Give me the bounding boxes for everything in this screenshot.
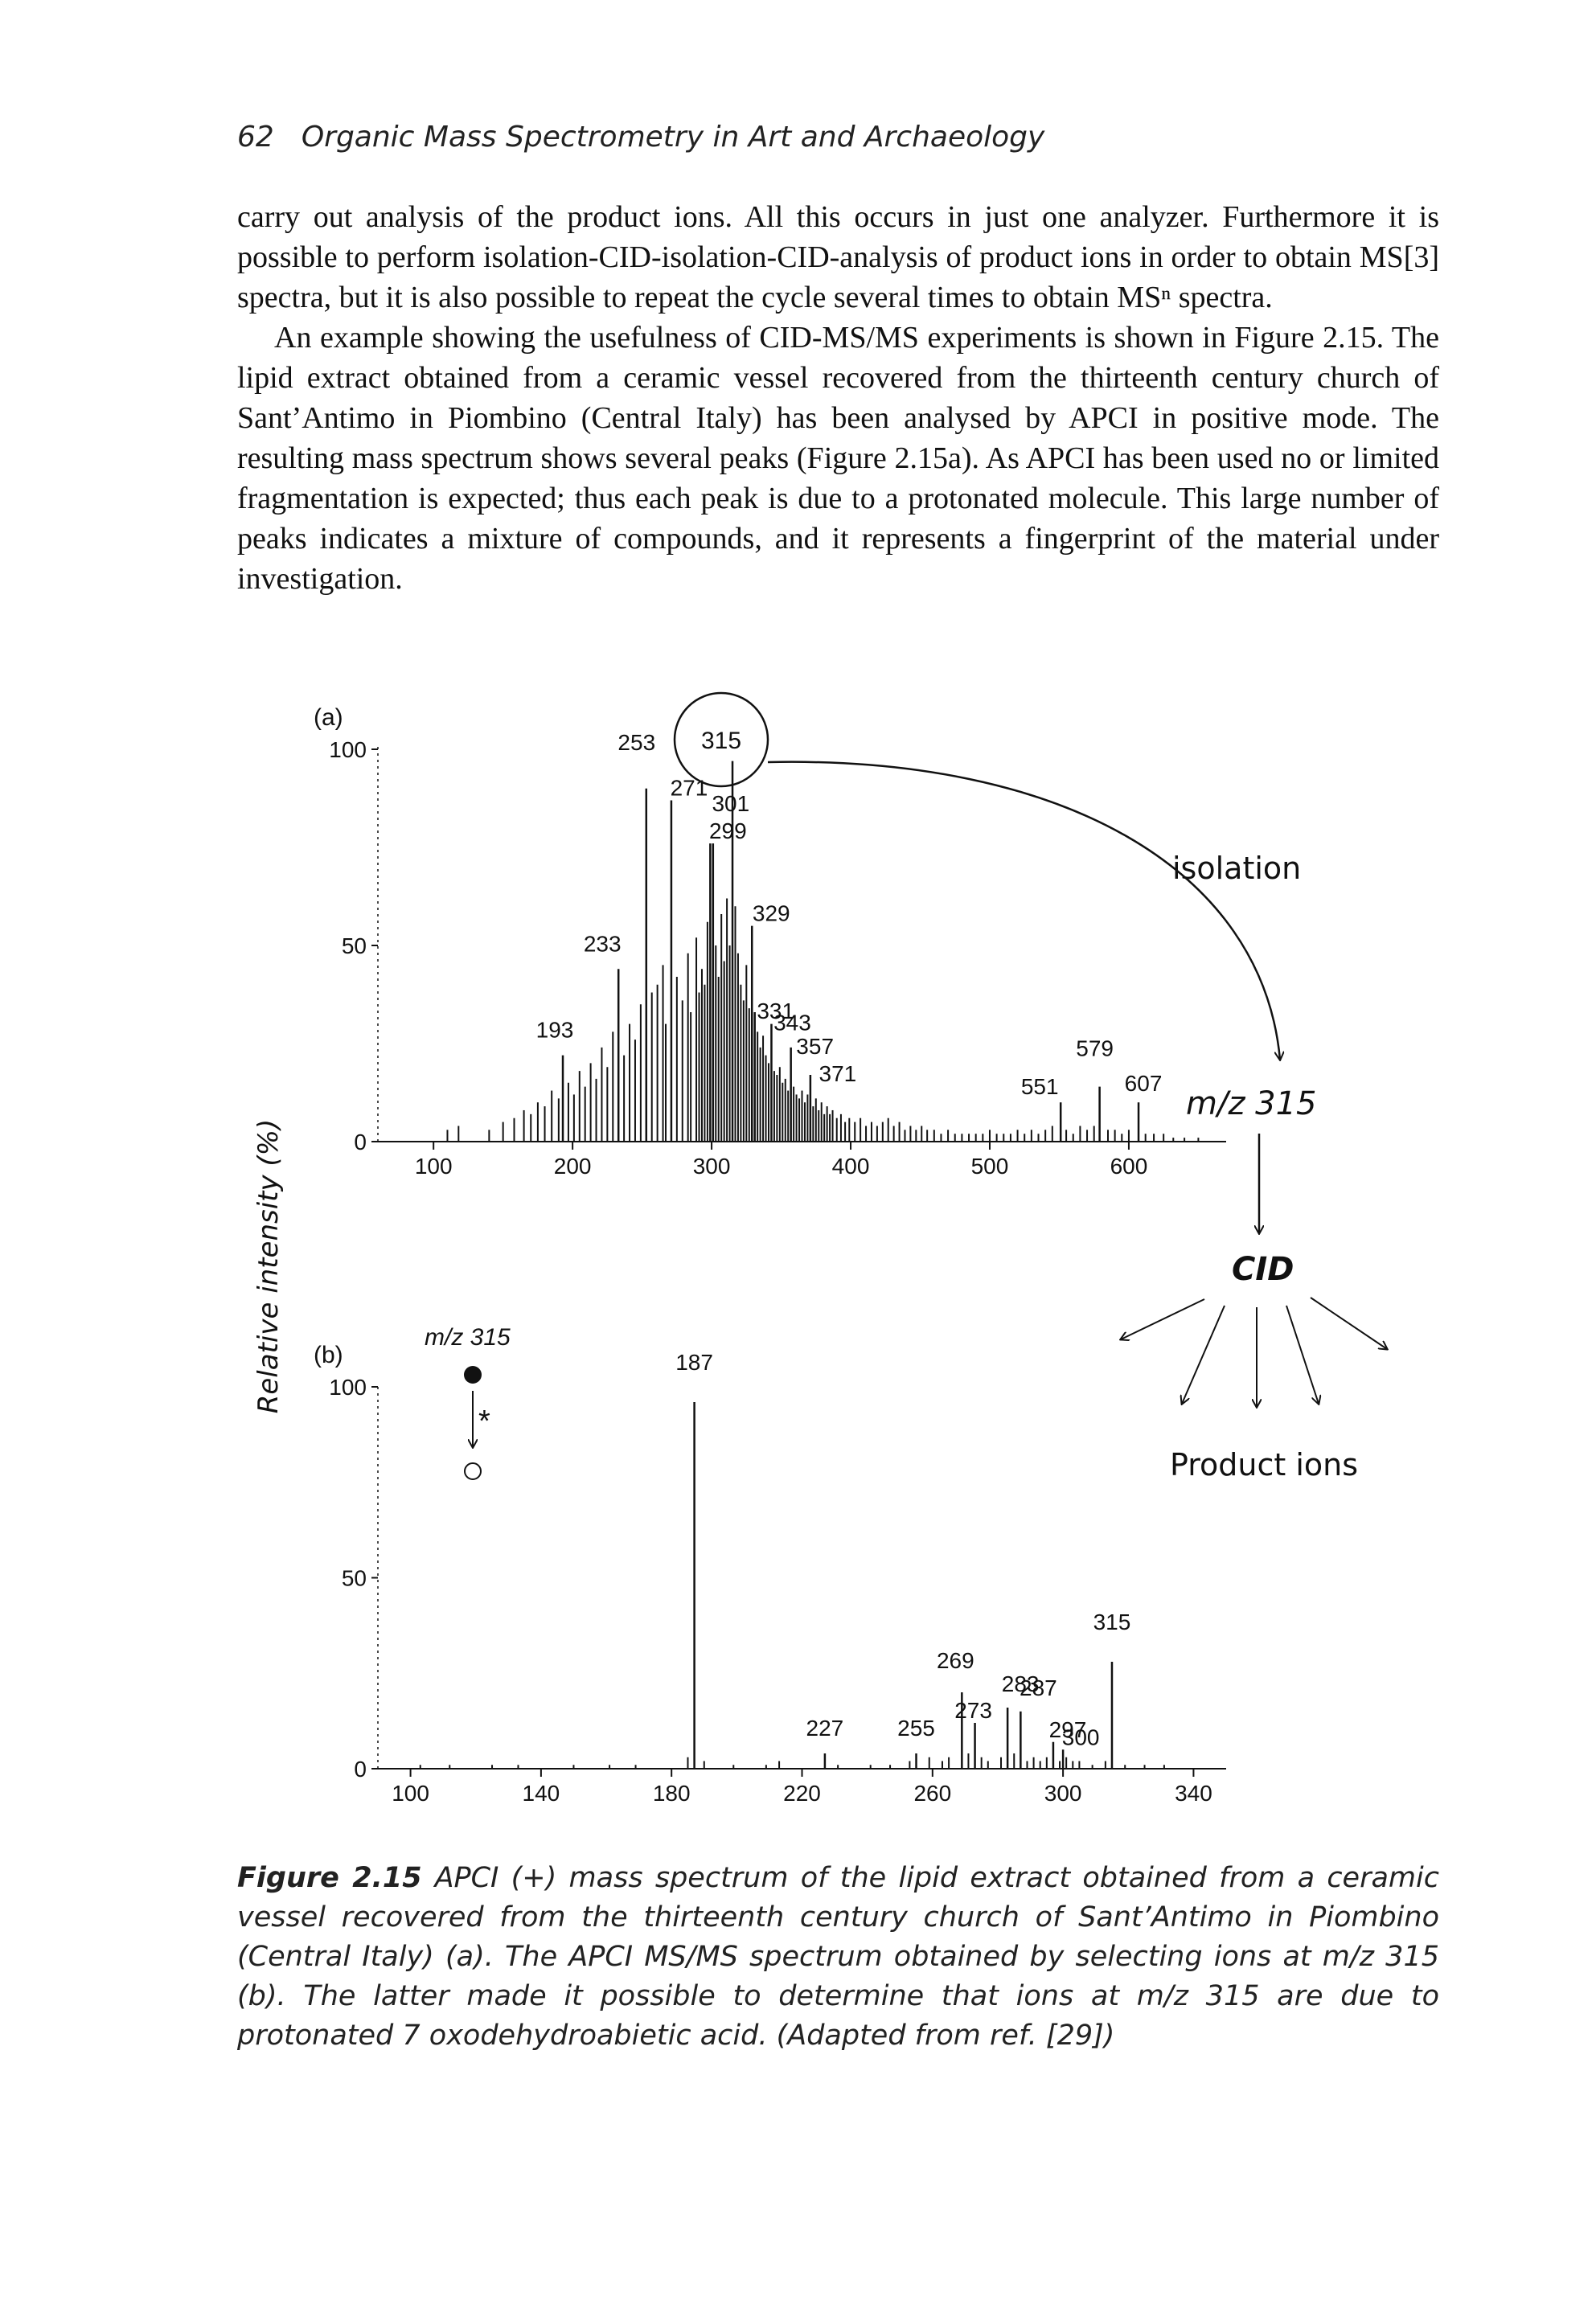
- x-tick-label: 220: [783, 1781, 821, 1806]
- cid-annotation: isolation m/z 315 CID Product ions: [767, 761, 1387, 1482]
- peak-label-269: 269: [937, 1648, 974, 1673]
- running-header: 62 Organic Mass Spectrometry in Art and A…: [237, 121, 1044, 154]
- y-tick-label: 100: [329, 1375, 367, 1400]
- peak-label-255: 255: [897, 1716, 935, 1741]
- x-tick-label: 340: [1175, 1781, 1212, 1806]
- isolation-circle: [673, 691, 769, 788]
- panel-b-chart: (b) 0 50 100 100 140 180 220 260 300 340 187 227 255 2…: [314, 1342, 1226, 1806]
- peak-label-227: 227: [806, 1716, 844, 1741]
- isolation-arrow: [767, 761, 1280, 1060]
- figure-2-15: Relative intensity (%) (a) 0 50 100 100 200 30…: [217, 667, 1407, 1841]
- peak-label-253: 253: [617, 730, 655, 755]
- peak-label-283: 283: [1002, 1671, 1040, 1696]
- body-text: carry out analysis of the product ions. …: [237, 197, 1439, 599]
- x-tick-label: 200: [554, 1154, 592, 1179]
- panel-label-b: (b): [314, 1342, 343, 1368]
- x-tick-label: 100: [392, 1781, 429, 1806]
- peak-label-299: 299: [709, 818, 747, 843]
- x-tick-label: 260: [913, 1781, 951, 1806]
- x-tick-label: 300: [1044, 1781, 1082, 1806]
- y-tick-label: 50: [342, 1566, 367, 1591]
- running-title: Organic Mass Spectrometry in Art and Arc…: [301, 121, 1045, 154]
- precursor-mz-small-label: m/z 315: [425, 1324, 511, 1351]
- product-arrow-2: [1182, 1305, 1225, 1404]
- precursor-symbol: m/z 315 *: [425, 1324, 511, 1480]
- peak-label-371: 371: [819, 1061, 857, 1086]
- y-tick-label: 100: [329, 737, 367, 762]
- paragraph-1: carry out analysis of the product ions. …: [237, 200, 1439, 314]
- peak-label-357: 357: [796, 1034, 834, 1059]
- product-arrow-1: [1121, 1298, 1205, 1339]
- y-tick-label: 50: [342, 933, 367, 958]
- peak-label-301: 301: [712, 791, 749, 816]
- panel-a-chart: (a) 0 50 100 100 200 300 400 500 600 193 233 253 2712…: [314, 704, 1226, 1179]
- caption-label: Figure 2.15: [237, 1862, 422, 1894]
- peak-label-551: 551: [1021, 1074, 1059, 1099]
- peak-label-287: 287: [1020, 1675, 1057, 1700]
- x-tick-label: 100: [415, 1154, 453, 1179]
- precursor-filled-dot: [464, 1366, 482, 1384]
- peak-label-315-circled: 315: [701, 728, 741, 754]
- x-tick-label: 140: [523, 1781, 560, 1806]
- y-axis-title: Relative intensity (%): [252, 1119, 285, 1414]
- peak-label-343: 343: [773, 1011, 811, 1035]
- cid-label: CID: [1232, 1251, 1294, 1288]
- peak-label-300: 300: [1062, 1724, 1100, 1749]
- peak-label-329: 329: [753, 901, 790, 926]
- peak-label-607: 607: [1125, 1071, 1163, 1096]
- product-arrow-4: [1286, 1305, 1319, 1404]
- peak-label-233: 233: [584, 931, 622, 956]
- x-tick-label: 500: [971, 1154, 1009, 1179]
- precursor-mz-label: m/z 315: [1186, 1085, 1317, 1122]
- peak-label-271: 271: [671, 775, 708, 800]
- y-tick-label: 0: [354, 1757, 367, 1782]
- peak-label-273: 273: [954, 1698, 992, 1723]
- product-arrow-5: [1310, 1297, 1387, 1349]
- peak-label-187: 187: [675, 1350, 713, 1375]
- product-ions-label: Product ions: [1170, 1447, 1358, 1482]
- caption-text: APCI (+) mass spectrum of the lipid extr…: [237, 1862, 1439, 2052]
- peak-label-193: 193: [536, 1018, 574, 1043]
- collision-star: *: [478, 1405, 490, 1438]
- peak-label-315: 315: [1093, 1610, 1131, 1634]
- product-open-dot: [464, 1462, 482, 1480]
- peak-label-297: 297: [1049, 1717, 1087, 1742]
- peak-label-331: 331: [757, 999, 794, 1023]
- paragraph-2: An example showing the usefulness of CID…: [237, 321, 1439, 596]
- peak-label-579: 579: [1076, 1036, 1114, 1061]
- x-tick-label: 600: [1110, 1154, 1148, 1179]
- figure-svg: Relative intensity (%) (a) 0 50 100 100 200 30…: [252, 691, 1407, 1806]
- isolation-label: isolation: [1172, 851, 1301, 886]
- page-number: 62: [237, 121, 274, 154]
- x-tick-label: 180: [653, 1781, 691, 1806]
- x-tick-label: 400: [832, 1154, 870, 1179]
- x-tick-label: 300: [693, 1154, 731, 1179]
- y-tick-label: 0: [354, 1130, 367, 1154]
- panel-label-a: (a): [314, 704, 343, 731]
